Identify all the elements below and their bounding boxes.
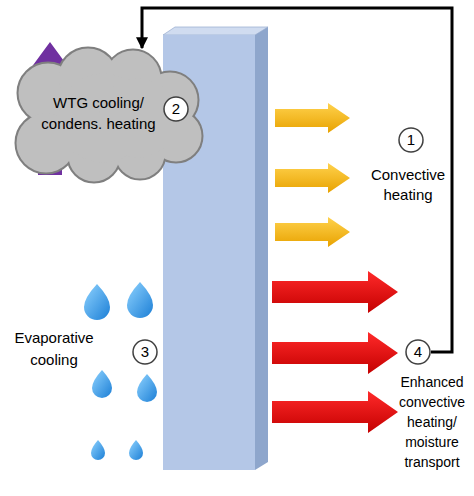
callout-circle: 3 — [132, 339, 158, 365]
circle-shape — [133, 340, 157, 364]
annotation-label: Evaporative cooling — [6, 327, 102, 371]
convective-arrow — [275, 163, 350, 193]
enhanced-arrow — [272, 271, 398, 313]
column-front — [163, 35, 255, 470]
convective-arrow — [275, 217, 350, 247]
callout-number: 3 — [132, 339, 158, 365]
circle-shape — [399, 128, 423, 152]
callout-number: 4 — [405, 339, 431, 365]
column-side — [255, 27, 268, 470]
callout-number: 2 — [163, 96, 189, 122]
callout-circle: 2 — [163, 96, 189, 122]
cloud-node: WTG cooling/ condens. heating2 — [8, 48, 203, 178]
callout-circle: 4 — [405, 339, 431, 365]
process-text: WTG cooling/ condens. heating — [36, 92, 161, 134]
water-drop — [137, 374, 157, 402]
callout-number: 1 — [398, 127, 424, 153]
water-drop — [84, 284, 110, 320]
water-drop — [127, 282, 153, 318]
column-top — [163, 27, 268, 35]
annotation-label: Enhanced convective heating/ moisture tr… — [390, 372, 474, 472]
annotation-label: Convective heating — [364, 165, 452, 205]
feedback-connector — [142, 8, 452, 352]
water-drop — [92, 370, 112, 398]
water-drop — [129, 440, 143, 460]
enhanced-arrow — [272, 332, 398, 374]
convective-arrow — [275, 103, 350, 133]
callout-circle: 1 — [398, 127, 424, 153]
circle-shape — [406, 340, 430, 364]
circle-shape — [164, 97, 188, 121]
water-drop — [91, 440, 105, 460]
enhanced-arrow — [272, 391, 398, 433]
